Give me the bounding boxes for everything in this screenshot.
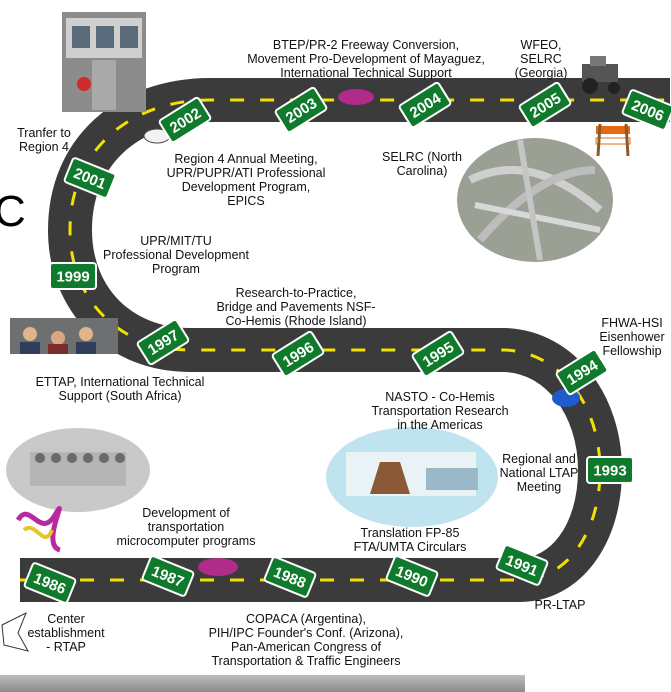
- label-2005: WFEO, SELRC (Georgia): [514, 38, 568, 80]
- year-sign-1999: 1999: [49, 262, 97, 290]
- label-2006: SELRC (North Carolina): [382, 150, 462, 178]
- label-2002: Region 4 Annual Meeting, UPR/PUPR/ATI Pr…: [166, 152, 326, 208]
- label-1987: Development of transportation microcompu…: [116, 506, 256, 548]
- interchange-photo: [457, 138, 613, 262]
- label-1997: ETTAP, International Technical Support (…: [35, 375, 205, 403]
- classroom-photo: [10, 318, 118, 354]
- car-1987: [198, 558, 238, 576]
- label-1994: FHWA-HSI Eisenhower Fellowship: [599, 316, 665, 358]
- train-photo: [62, 12, 146, 112]
- road-centerline: [20, 98, 670, 582]
- tractor-icon: [582, 56, 620, 94]
- road: [20, 78, 670, 602]
- year-sign-2003: 2003: [274, 86, 328, 134]
- year-label: 1993: [593, 463, 626, 480]
- label-2001: Tranfer to Region 4: [17, 126, 71, 154]
- label-1988: COPACA (Argentina), PIH/IPC Founder's Co…: [208, 612, 404, 668]
- car-2003: [338, 89, 374, 105]
- year-sign-1987: 1987: [141, 555, 195, 597]
- year-sign-2006: 2006: [621, 89, 671, 131]
- year-sign-1986: 1986: [23, 562, 77, 604]
- year-label: 1999: [56, 269, 89, 286]
- label-1986: Center establishment - RTAP: [27, 612, 105, 654]
- label-1991: PR-LTAP: [534, 598, 586, 612]
- label-1993: Regional and National LTAP Meeting: [499, 452, 579, 494]
- label-2003: BTEP/PR-2 Freeway Conversion, Movement P…: [247, 38, 485, 80]
- label-1999: UPR/MIT/TU Professional Development Prog…: [103, 234, 249, 276]
- edge-letter: C: [0, 187, 26, 236]
- speech-bubble-icon: [1, 611, 29, 652]
- bottom-bar: [0, 675, 525, 692]
- year-sign-1993: 1993: [586, 456, 634, 484]
- translation-cover-photo: [326, 427, 498, 527]
- barricade-icon: [595, 123, 631, 157]
- label-1995: NASTO - Co-Hemis Transportation Research…: [371, 390, 509, 432]
- label-1996: Research-to-Practice, Bridge and Pavemen…: [216, 286, 376, 328]
- label-1990: Translation FP-85 FTA/UMTA Circulars: [353, 526, 467, 554]
- group-photo: [6, 428, 150, 553]
